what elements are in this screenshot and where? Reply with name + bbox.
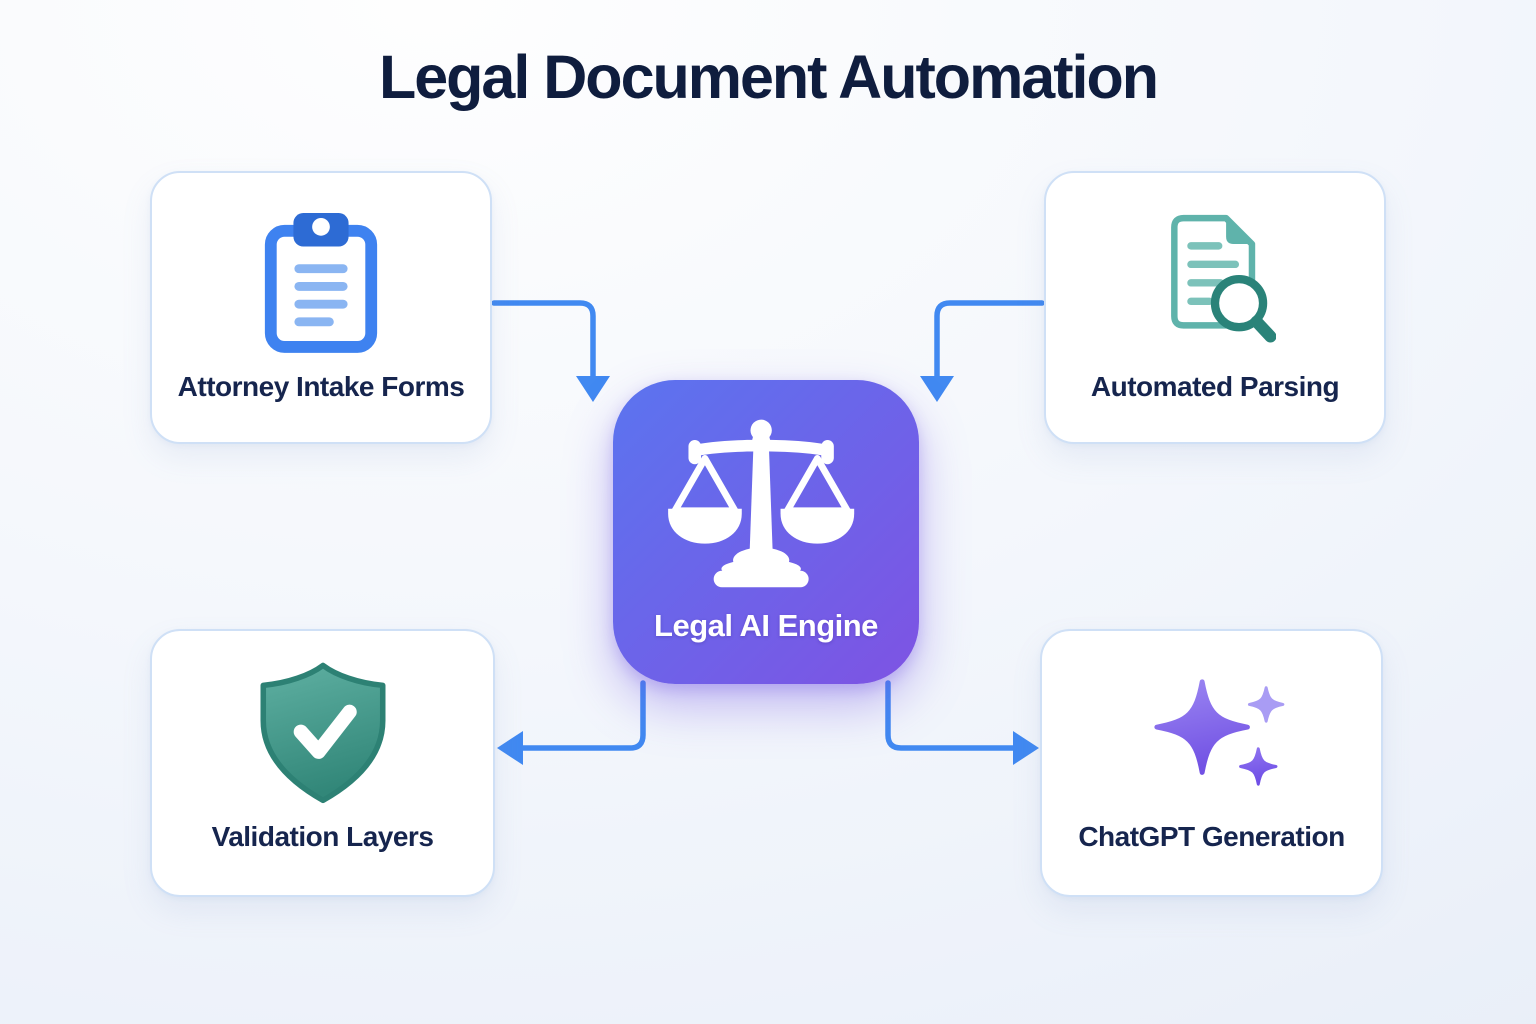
arrow-parsing-to-engine: [920, 300, 1045, 402]
node-legal-ai-engine: Legal AI Engine: [613, 380, 919, 684]
arrow-engine-to-validation: [497, 680, 646, 765]
sparkles-icon: [1133, 657, 1291, 811]
node-label: Attorney Intake Forms: [177, 371, 465, 402]
node-chatgpt-generation: ChatGPT Generation: [1040, 629, 1383, 897]
node-label: ChatGPT Generation: [1078, 821, 1345, 852]
node-label: Automated Parsing: [1090, 371, 1340, 402]
page-title: Legal Document Automation: [378, 43, 1159, 111]
node-label: Validation Layers: [211, 821, 434, 852]
node-validation-layers: Validation Layers: [150, 629, 495, 897]
clipboard-icon: [257, 201, 385, 361]
node-automated-parsing: Automated Parsing: [1044, 171, 1386, 444]
center-node-label: Legal AI Engine: [654, 608, 878, 643]
shield-check-icon: [256, 657, 390, 811]
arrow-engine-to-chatgpt: [885, 680, 1039, 765]
node-attorney-intake-forms: Attorney Intake Forms: [150, 171, 492, 444]
scales-of-justice-icon: [659, 404, 873, 600]
arrow-intake-to-engine: [491, 300, 610, 402]
document-search-icon: [1154, 201, 1276, 361]
